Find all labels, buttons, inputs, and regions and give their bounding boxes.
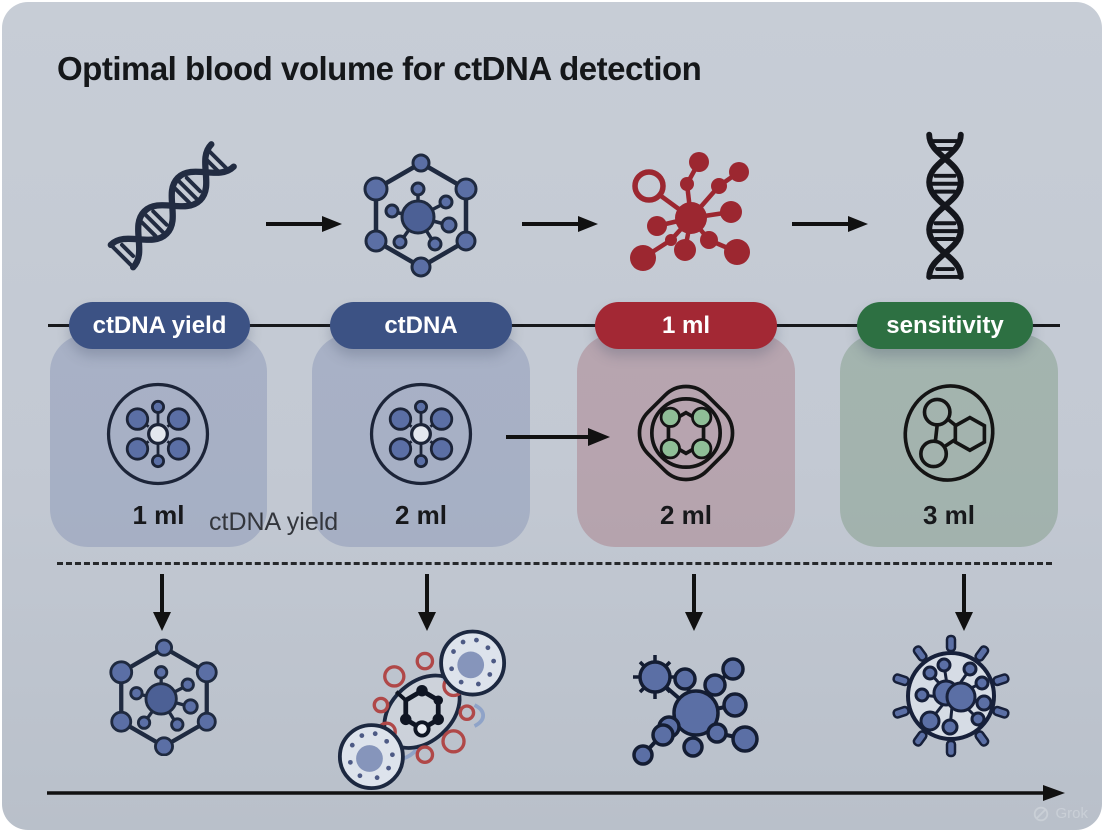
ctdna-fragment-network-red-icon <box>618 138 760 282</box>
arrow-down-icon <box>415 574 439 637</box>
molecule-structure-icon <box>889 372 1009 494</box>
tube-cross-section-icon <box>625 372 747 494</box>
stage-pill-1ml: 1 ml <box>595 302 777 349</box>
exosome-hexagon-molecule-icon <box>105 636 223 758</box>
watermark: Grok <box>1033 805 1088 822</box>
cell <box>337 723 405 791</box>
stage-pill-sensitivity: sensitivity <box>857 302 1033 349</box>
stage-card-1: 1 ml <box>50 334 267 547</box>
watermark-brand: Grok <box>1055 805 1088 822</box>
volume-label: 2 ml <box>659 500 713 530</box>
cell <box>439 629 507 697</box>
flow-line <box>48 324 1060 327</box>
arrow-right-icon <box>520 212 600 241</box>
volume-label: 2 ml <box>394 500 448 530</box>
plasma-dna-cluster-icon <box>100 376 216 492</box>
arrow-down-icon <box>952 574 976 637</box>
grok-logo-icon <box>1034 806 1049 821</box>
stage-pill-ctdna: ctDNA <box>330 302 512 349</box>
arrow-right-icon <box>264 212 344 241</box>
volume-label: 3 ml <box>922 500 976 530</box>
volume-label: 1 ml <box>132 500 185 530</box>
dashed-divider <box>57 562 1052 565</box>
dna-double-helix-diagonal-icon <box>87 124 252 292</box>
exosome-hexagon-molecule-icon <box>360 150 482 280</box>
tumor-particle-spiked-icon <box>884 628 1018 764</box>
stage-card-4: 3 ml <box>840 334 1058 547</box>
stage-card-3: 2 ml <box>577 334 795 547</box>
arrow-right-icon <box>790 212 870 241</box>
stage-card-2: 2 ml <box>312 334 530 547</box>
page-title: Optimal blood volume for ctDNA detection <box>57 50 702 87</box>
timeline-arrow <box>47 782 1067 809</box>
plasma-dna-cluster-icon <box>363 376 479 492</box>
cells-releasing-ctdna-icon <box>327 620 517 792</box>
arrow-down-icon <box>682 574 706 637</box>
volume-annotation: ctDNA yield <box>209 508 339 536</box>
stage-pill-ctdna-yield: ctDNA yield <box>69 302 250 349</box>
arrow-right-icon <box>504 424 612 455</box>
arrow-down-icon <box>150 574 174 637</box>
dna-double-helix-vertical-icon <box>900 128 990 290</box>
ctdna-molecule-network-icon <box>610 634 782 786</box>
